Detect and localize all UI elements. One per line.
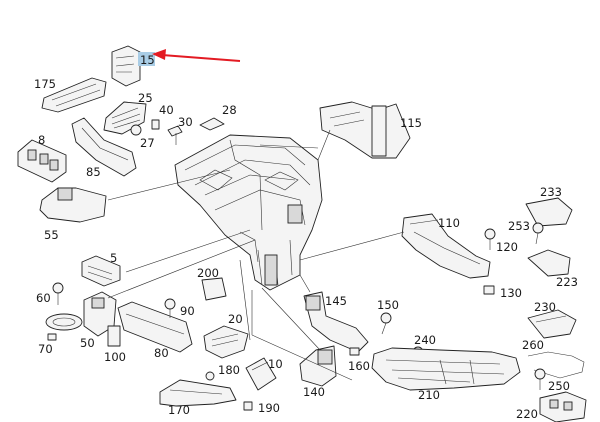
part-55-duct — [39, 187, 107, 223]
part-115-duct — [319, 101, 411, 159]
part-140-duct — [299, 345, 337, 387]
part-200-block — [201, 277, 227, 301]
label-55: 55 — [44, 228, 59, 242]
label-140: 140 — [303, 385, 325, 399]
part-220-module — [539, 391, 587, 422]
part-170-duct — [159, 379, 237, 407]
label-80: 80 — [154, 346, 169, 360]
label-250: 250 — [548, 379, 570, 393]
label-150: 150 — [377, 298, 399, 312]
part-175-vent — [41, 77, 107, 113]
label-220: 220 — [516, 407, 538, 421]
label-28: 28 — [222, 103, 237, 117]
label-15-highlight — [138, 52, 155, 66]
part-250-screw — [534, 368, 546, 390]
part-233-bracket — [525, 197, 573, 227]
label-120: 120 — [496, 240, 518, 254]
label-180: 180 — [218, 363, 240, 377]
label-40: 40 — [159, 103, 174, 117]
label-145: 145 — [325, 294, 347, 308]
part-100-bracket — [107, 325, 121, 347]
part-160-clip — [349, 347, 360, 356]
label-5: 5 — [110, 251, 117, 265]
part-80-trim — [117, 301, 193, 353]
part-20-nozzle — [203, 325, 249, 359]
part-60-screw — [52, 282, 64, 305]
label-27: 27 — [140, 136, 155, 150]
label-253: 253 — [508, 219, 530, 233]
small-fasteners-top — [130, 119, 183, 145]
label-30: 30 — [178, 115, 193, 129]
highlight-arrow — [152, 49, 241, 62]
part-85-duct — [71, 117, 137, 177]
central-housing — [174, 134, 323, 291]
label-85: 85 — [86, 165, 101, 179]
label-10: 10 — [268, 357, 283, 371]
label-70: 70 — [38, 342, 53, 356]
part-5-vent — [81, 255, 121, 287]
label-15: 15 — [140, 53, 155, 67]
label-8: 8 — [38, 133, 45, 147]
label-130: 130 — [500, 286, 522, 300]
part-110-duct — [401, 213, 491, 279]
part-210-duct — [371, 347, 521, 391]
part-145-duct — [303, 291, 369, 353]
label-260: 260 — [522, 338, 544, 352]
part-120-screw — [484, 228, 496, 250]
label-90: 90 — [180, 304, 195, 318]
leader-lines — [107, 129, 405, 381]
part-190-clip — [243, 401, 253, 411]
part-50-duct — [83, 291, 117, 337]
part-260-line — [527, 351, 585, 379]
part-28-clip — [199, 117, 225, 131]
label-175: 175 — [34, 77, 56, 91]
label-60: 60 — [36, 291, 51, 305]
part-180-clip — [205, 371, 215, 381]
part-223-cover — [527, 249, 571, 277]
label-233: 233 — [540, 185, 562, 199]
part-90-screw — [164, 298, 176, 318]
part-253-screw — [532, 222, 544, 245]
label-240: 240 — [414, 333, 436, 347]
label-190: 190 — [258, 401, 280, 415]
part-labels: 15 175 25 40 28 30 27 115 8 85 55 233 25… — [34, 53, 578, 421]
part-130-clip — [483, 285, 495, 295]
label-25: 25 — [138, 91, 153, 105]
part-15-bracket — [111, 45, 155, 87]
label-230: 230 — [534, 300, 556, 314]
label-160: 160 — [348, 359, 370, 373]
label-50: 50 — [80, 336, 95, 350]
label-110: 110 — [438, 216, 460, 230]
label-100: 100 — [104, 350, 126, 364]
label-223: 223 — [556, 275, 578, 289]
part-8-panel — [17, 139, 67, 183]
part-70-vent — [45, 313, 83, 341]
part-10-box — [245, 357, 277, 391]
part-150-screw — [380, 312, 392, 335]
label-210: 210 — [418, 388, 440, 402]
label-115: 115 — [400, 116, 422, 130]
label-170: 170 — [168, 403, 190, 417]
part-230-cover — [527, 309, 577, 339]
label-200: 200 — [197, 266, 219, 280]
label-20: 20 — [228, 312, 243, 326]
